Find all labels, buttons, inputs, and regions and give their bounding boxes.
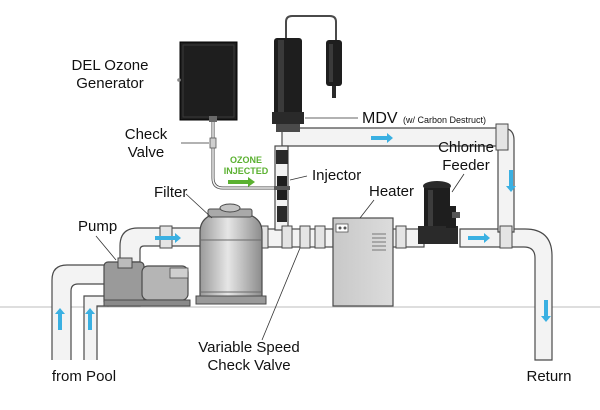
ozone-injected-label-2: INJECTED <box>224 166 269 176</box>
from-pool-label: from Pool <box>52 368 116 385</box>
vscv-label-2: Check Valve <box>207 357 290 374</box>
flow-arrow-icon <box>506 170 516 192</box>
check-valve-label-1: Check <box>125 126 168 143</box>
injector-leader <box>289 175 308 181</box>
ozone-generator-label-2: Generator <box>76 75 144 92</box>
filter-tank <box>195 203 267 305</box>
flow-arrow-icon <box>55 308 65 330</box>
check-valve-label-2: Valve <box>128 144 164 161</box>
ozone-generator <box>177 41 238 122</box>
ozone-flow-arrow-icon <box>228 177 255 187</box>
flow-arrow-icon <box>541 300 551 322</box>
heater-label: Heater <box>369 183 414 200</box>
flow-arrow-icon <box>468 233 490 243</box>
mdv-note-label: (w/ Carbon Destruct) <box>403 115 486 125</box>
flow-arrow-icon <box>155 233 181 243</box>
pump-label: Pump <box>78 218 117 235</box>
filter-label: Filter <box>154 184 187 201</box>
filter-leader <box>185 193 213 219</box>
flow-arrows <box>55 133 551 330</box>
ozone-supply-line <box>211 120 276 190</box>
vscv-label-1: Variable Speed <box>198 339 299 356</box>
mdv-unit <box>272 38 342 132</box>
flow-arrow-icon <box>371 133 393 143</box>
flow-arrow-icon <box>85 308 95 330</box>
ozone-check-valve <box>209 137 217 149</box>
chlorine-feeder-label-1: Chlorine <box>438 139 494 156</box>
heater <box>332 217 394 307</box>
mdv-vent-tube <box>285 15 337 40</box>
injector-label: Injector <box>312 167 361 184</box>
chlorine-feeder <box>418 181 460 244</box>
chlorine-feeder-label-2: Feeder <box>442 157 490 174</box>
return-pipe <box>459 228 553 361</box>
mdv-label: MDV <box>362 110 398 127</box>
injector <box>274 150 290 222</box>
ozone-generator-label-1: DEL Ozone <box>72 57 149 74</box>
ozone-injected-label-1: OZONE <box>230 155 262 165</box>
chlorine-leader <box>451 173 465 193</box>
pump <box>103 257 191 307</box>
return-label: Return <box>526 368 571 385</box>
vscv-leader <box>261 247 301 341</box>
heater-leader <box>359 199 375 219</box>
pump-leader <box>95 235 117 261</box>
